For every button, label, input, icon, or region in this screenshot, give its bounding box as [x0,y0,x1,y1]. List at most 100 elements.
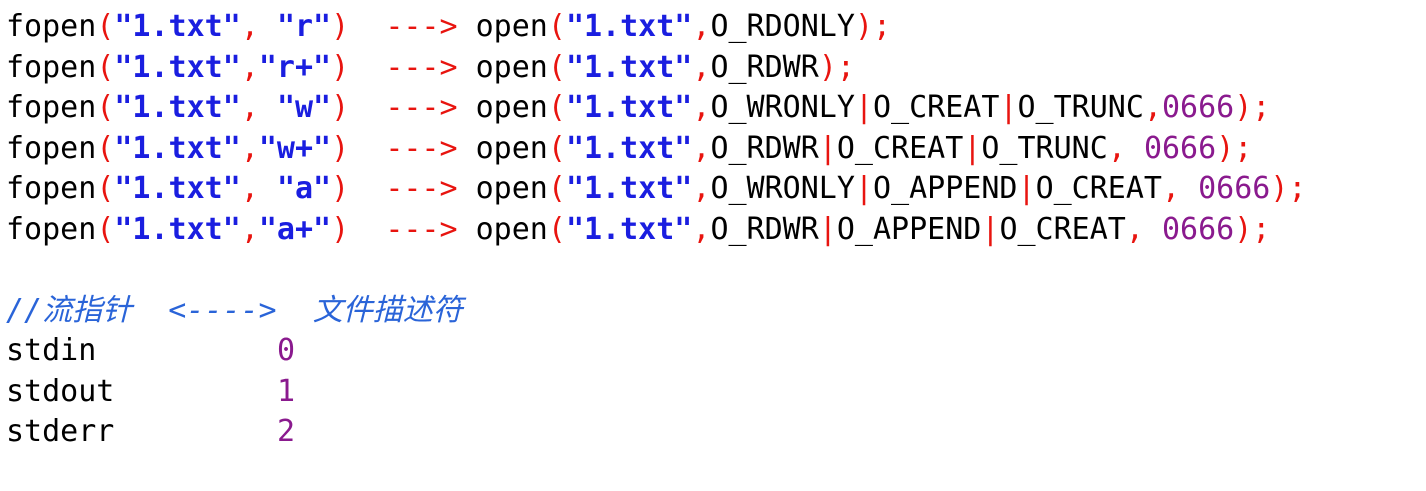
plain-text-token: stderr [6,414,277,449]
operator-token: | [854,90,873,125]
plain-text-token [458,212,476,247]
identifier-token: O_WRONLY [710,90,855,125]
operator-token: ); [1270,171,1307,206]
function-name-token: open [475,171,548,206]
operator-token: | [854,171,873,206]
code-line: fopen("1.txt","w+") ---> open("1.txt",O_… [0,129,1426,170]
plain-text-token: stdin [6,333,277,368]
number-literal-token: 0 [276,333,295,368]
plain-text-token [458,131,476,166]
operator-token: ( [547,90,566,125]
code-line: stdin 0 [0,331,1426,372]
string-literal-token: "1.txt" [114,49,241,85]
string-literal-token: "1.txt" [114,171,241,206]
string-literal-token: "1.txt" [114,211,241,247]
string-literal-token: "1.txt" [565,90,693,125]
string-literal-token: "1.txt" [114,9,241,44]
identifier-token: O_RDWR [710,211,819,247]
operator-token: ---> [385,9,458,44]
string-literal-token: "r+" [258,49,332,85]
operator-token: | [981,211,1000,247]
plain-text-token [349,212,385,247]
operator-token: ); [1234,90,1271,125]
number-literal-token: 2 [276,414,295,449]
operator-token: | [999,90,1018,125]
comment-token: //流指针 <----> 文件描述符 [6,292,463,328]
plain-text-token [349,50,385,85]
operator-token: , [240,49,259,85]
string-literal-token: "1.txt" [114,90,241,125]
operator-token: | [818,130,837,166]
operator-token: , [240,90,277,125]
operator-token: ); [1234,211,1271,247]
operator-token: ( [547,211,566,247]
operator-token: ---> [385,49,458,85]
string-literal-token: "1.txt" [565,49,693,85]
string-literal-token: "1.txt" [114,130,241,166]
operator-token: , [1143,90,1162,125]
operator-token: , [1125,211,1162,247]
identifier-token: O_CREAT [836,130,964,166]
function-name-token: fopen [6,49,97,85]
function-name-token: fopen [6,171,97,206]
identifier-token: O_TRUNC [981,130,1108,166]
operator-token: , [1107,130,1144,166]
code-line: stderr 2 [0,412,1426,453]
string-literal-token: "r" [276,9,332,44]
code-line [0,250,1426,291]
operator-token: ) [331,211,350,247]
operator-token: ) [331,90,350,125]
number-literal-token: 0666 [1162,90,1235,125]
identifier-token: O_RDONLY [710,9,855,44]
identifier-token: O_CREAT [1035,171,1162,206]
string-literal-token: "1.txt" [565,9,693,44]
plain-text-token [458,171,476,206]
operator-token: , [240,9,277,44]
plain-text-token [458,50,476,85]
function-name-token: fopen [6,9,97,44]
operator-token: , [692,211,711,247]
operator-token: , [692,9,711,44]
operator-token: ( [547,49,566,85]
identifier-token: O_APPEND [873,171,1018,206]
string-literal-token: "w" [276,90,332,125]
operator-token: ( [547,130,566,166]
identifier-token: O_APPEND [836,211,982,247]
identifier-token: O_TRUNC [1017,90,1144,125]
operator-token: , [692,171,711,206]
operator-token: ---> [385,211,458,247]
string-literal-token: "a" [276,171,332,206]
string-literal-token: "1.txt" [565,130,693,166]
operator-token: ( [547,9,566,44]
identifier-token: O_WRONLY [710,171,855,206]
operator-token: , [692,130,711,166]
operator-token: ( [96,130,115,166]
number-literal-token: 0666 [1143,130,1217,166]
operator-token: ( [96,49,115,85]
operator-token: ); [854,9,892,44]
identifier-token: O_RDWR [710,130,819,166]
code-line: fopen("1.txt","r+") ---> open("1.txt",O_… [0,48,1426,89]
number-literal-token: 0666 [1198,171,1271,206]
function-name-token: fopen [6,90,97,125]
operator-token: | [818,211,837,247]
function-name-token: open [475,211,548,247]
plain-text-token: stdout [6,373,277,409]
code-line: fopen("1.txt", "a") ---> open("1.txt",O_… [0,169,1426,210]
identifier-token: O_RDWR [710,49,819,85]
code-line: fopen("1.txt", "r") ---> open("1.txt",O_… [0,7,1426,48]
operator-token: | [1017,171,1036,206]
code-line: fopen("1.txt","a+") ---> open("1.txt",O_… [0,210,1426,251]
operator-token: ) [331,49,350,85]
number-literal-token: 0666 [1162,211,1235,247]
plain-text-token [458,90,476,125]
string-literal-token: "a+" [258,211,332,247]
operator-token: ( [547,171,566,206]
plain-text-token [349,9,385,44]
string-literal-token: "1.txt" [565,211,693,247]
code-line: stdout 1 [0,372,1426,413]
operator-token: ); [818,49,855,85]
string-literal-token: "w+" [258,130,332,166]
operator-token: ---> [385,90,458,125]
